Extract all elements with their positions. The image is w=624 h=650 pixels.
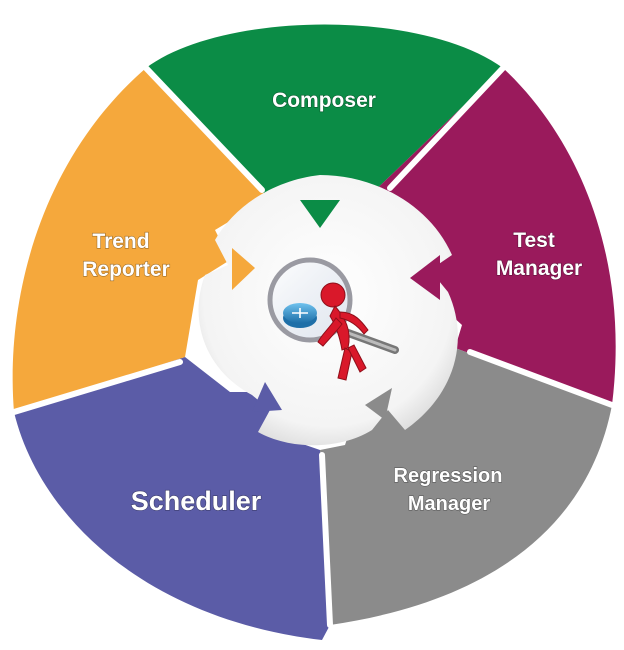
figure-icon [317, 282, 369, 381]
label-regression-manager-line-2: Manager [408, 493, 490, 515]
center-illustration [267, 257, 399, 381]
arrow-scheduler-icon [252, 382, 282, 412]
segment-composer [146, 24, 503, 231]
label-trend-reporter: Trend Reporter [82, 229, 171, 281]
label-composer: Composer [271, 88, 376, 112]
label-test-manager-line-1: Test [513, 229, 555, 252]
label-composer-line-1: Composer [272, 89, 376, 112]
arrow-regression-icon [365, 388, 392, 420]
label-regression-manager-line-1: Regression [394, 465, 503, 487]
arrow-composer-icon [300, 200, 340, 228]
arrow-test-manager-icon [410, 255, 440, 300]
label-trend-reporter-line-2: Reporter [82, 258, 170, 281]
label-scheduler: Scheduler [130, 485, 262, 516]
router-icon [283, 303, 317, 328]
label-scheduler-line-1: Scheduler [131, 486, 262, 516]
label-test-manager-line-2: Manager [496, 257, 582, 280]
label-regression-manager: Regression Manager [393, 464, 503, 515]
label-trend-reporter-line-1: Trend [92, 230, 149, 253]
segment-scheduler [14, 357, 330, 640]
segment-dividers [11, 65, 615, 628]
segment-regression-manager [320, 348, 612, 625]
arrow-trend-icon [232, 248, 255, 290]
label-test-manager: Test Manager [495, 228, 583, 280]
segment-trend-reporter [12, 68, 276, 412]
